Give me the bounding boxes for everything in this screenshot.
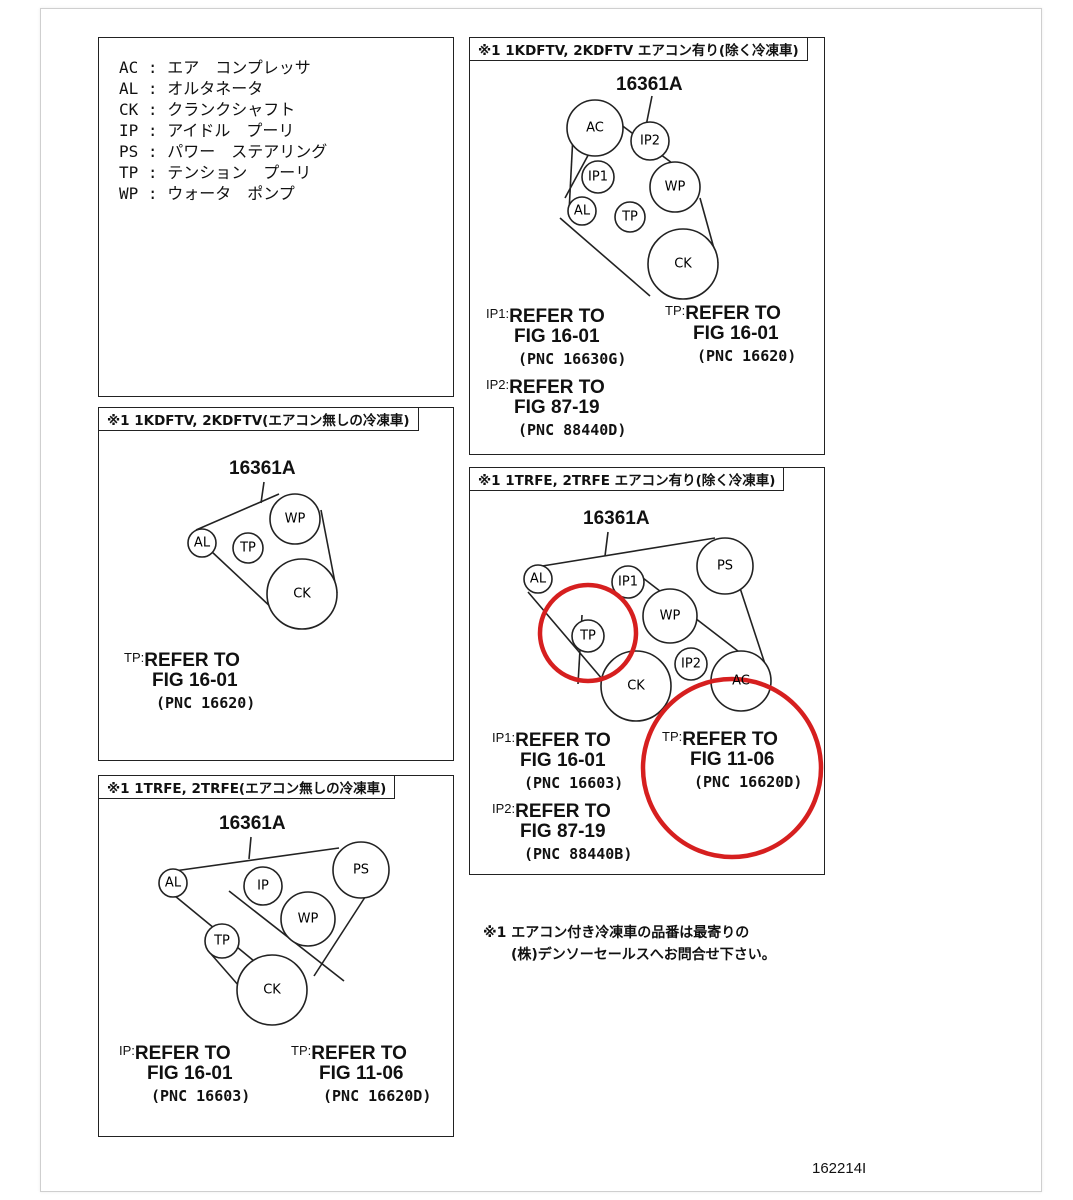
belt-part-number: 16361A bbox=[229, 458, 296, 479]
panel-kd-ac: ※1 1KDFTV, 2KDFTV エアコン有り(除く冷凍車) 16361A A… bbox=[469, 37, 825, 455]
leader-line bbox=[260, 481, 265, 504]
pulley-label-al: AL bbox=[530, 572, 547, 587]
pulley-ck bbox=[647, 228, 719, 300]
legend-row-tp: TP : テンション プーリ bbox=[119, 163, 312, 182]
pulley-label-ip2: IP2 bbox=[640, 134, 660, 149]
pulley-label-wp: WP bbox=[298, 912, 319, 927]
panel-tr-ac: ※1 1TRFE, 2TRFE エアコン有り(除く冷凍車) 16361A bbox=[469, 467, 825, 875]
highlight-tp-note bbox=[640, 676, 824, 860]
pulley-tp bbox=[614, 201, 646, 233]
pulley-wp bbox=[280, 891, 336, 947]
belt-part-number: 16361A bbox=[616, 74, 683, 95]
pulley-wp bbox=[649, 161, 701, 213]
belt-part-number: 16361A bbox=[219, 813, 286, 834]
pulley-label-ip: IP bbox=[257, 879, 269, 894]
pulley-label-ac: AC bbox=[586, 121, 604, 136]
pulley-label-ck: CK bbox=[293, 587, 311, 602]
pulley-ip1 bbox=[611, 565, 645, 599]
pulley-label-tp: TP bbox=[213, 934, 230, 949]
note-tp: TP:REFER TO FIG 11-06(PNC 16620D) bbox=[662, 729, 803, 791]
legend-box: AC : エア コンプレッサ AL : オルタネータ CK : クランクシャフト… bbox=[98, 37, 454, 397]
pulley-label-ck: CK bbox=[627, 679, 645, 694]
pulley-label-ip1: IP1 bbox=[618, 575, 638, 590]
pulley-tp bbox=[204, 923, 240, 959]
pulley-tp bbox=[571, 619, 605, 653]
pulley-al bbox=[187, 528, 217, 558]
belt-diagram: AL TP WP CK bbox=[187, 481, 338, 630]
belt-diagram: AL IP1 PS WP CK AC IP2 TP bbox=[523, 531, 824, 860]
pulley-wp bbox=[642, 588, 698, 644]
panel-title: ※1 1TRFE, 2TRFE(エアコン無しの冷凍車) bbox=[99, 776, 396, 799]
leader-line bbox=[248, 836, 252, 860]
note-ip: IP:REFER TO FIG 16-01(PNC 16603) bbox=[119, 1043, 251, 1105]
pulley-tp bbox=[232, 532, 264, 564]
note-ip1: IP1:REFER TO FIG 16-01(PNC 16603) bbox=[492, 730, 624, 792]
highlight-circles bbox=[537, 582, 824, 860]
pulley-ac bbox=[566, 99, 624, 157]
pulley-label-tp: TP bbox=[621, 210, 638, 225]
pulley-ps bbox=[332, 841, 390, 899]
pulley-al bbox=[567, 196, 597, 226]
legend-row-ps: PS : パワー ステアリング bbox=[119, 142, 328, 161]
belt-part-number: 16361A bbox=[583, 508, 650, 529]
pulley-label-ip1: IP1 bbox=[588, 170, 608, 185]
panel-kd-noac: ※1 1KDFTV, 2KDFTV(エアコン無しの冷凍車) 16361A AL … bbox=[98, 407, 454, 761]
belt-diagram: AC IP2 IP1 WP AL TP CK bbox=[559, 95, 719, 300]
note-ip1: IP1:REFER TO FIG 16-01(PNC 16630G) bbox=[486, 306, 627, 368]
panel-title: ※1 1KDFTV, 2KDFTV エアコン有り(除く冷凍車) bbox=[470, 38, 808, 61]
pulley-al bbox=[523, 564, 553, 594]
belt-diagram: AL IP PS WP TP CK bbox=[158, 836, 390, 1026]
page-frame bbox=[40, 8, 1042, 1192]
footnote-line-2: (株)デンソーセールスへお問合せ下さい。 bbox=[511, 947, 776, 963]
pulley-label-wp: WP bbox=[660, 609, 681, 624]
pulley-label-ps: PS bbox=[353, 863, 369, 878]
pulley-label-ps: PS bbox=[717, 559, 733, 574]
legend-row-ip: IP : アイドル プーリ bbox=[119, 121, 295, 140]
highlight-tp-pulley bbox=[537, 582, 639, 684]
footnote-line-1: ※1 エアコン付き冷凍車の品番は最寄りの bbox=[483, 925, 750, 941]
legend-row-wp: WP : ウォータ ポンプ bbox=[119, 184, 295, 203]
pulley-label-wp: WP bbox=[665, 180, 686, 195]
pulley-ip2 bbox=[674, 647, 708, 681]
pulley-label-ck: CK bbox=[263, 983, 281, 998]
panel-tr-noac: ※1 1TRFE, 2TRFE(エアコン無しの冷凍車) 16361A AL IP… bbox=[98, 775, 454, 1137]
pulley-label-ck: CK bbox=[674, 257, 692, 272]
pulley-ip2 bbox=[630, 121, 670, 161]
pulley-label-wp: WP bbox=[285, 512, 306, 527]
pulley-label-al: AL bbox=[165, 876, 182, 891]
legend-row-al: AL : オルタネータ bbox=[119, 79, 264, 98]
pulley-ip1 bbox=[581, 160, 615, 194]
pulley-label-al: AL bbox=[574, 204, 591, 219]
pulley-ck bbox=[236, 954, 308, 1026]
leader-line bbox=[645, 95, 653, 127]
pulley-wp bbox=[269, 493, 321, 545]
panel-title: ※1 1TRFE, 2TRFE エアコン有り(除く冷凍車) bbox=[470, 468, 785, 491]
footnote: ※1 エアコン付き冷凍車の品番は最寄りの (株)デンソーセールスへお問合せ下さい… bbox=[483, 922, 776, 966]
note-ip2: IP2:REFER TO FIG 87-19(PNC 88440B) bbox=[492, 801, 633, 863]
pulley-ck bbox=[266, 558, 338, 630]
legend-row-ac: AC : エア コンプレッサ bbox=[119, 58, 311, 77]
pulley-ip bbox=[243, 866, 283, 906]
pulley-label-ac: AC bbox=[732, 674, 750, 689]
note-tp: TP:REFER TO FIG 16-01(PNC 16620) bbox=[124, 650, 256, 712]
figure-id: 162214I bbox=[812, 1160, 867, 1177]
leader-line bbox=[604, 531, 609, 557]
note-tp: TP:REFER TO FIG 16-01(PNC 16620) bbox=[665, 303, 797, 365]
pulley-al bbox=[158, 868, 188, 898]
note-tp: TP:REFER TO FIG 11-06(PNC 16620D) bbox=[291, 1043, 432, 1105]
pulley-label-ip2: IP2 bbox=[681, 657, 701, 672]
pulley-ps bbox=[696, 537, 754, 595]
pulley-label-al: AL bbox=[194, 536, 211, 551]
pulley-label-tp: TP bbox=[579, 629, 596, 644]
panel-title: ※1 1KDFTV, 2KDFTV(エアコン無しの冷凍車) bbox=[99, 408, 419, 431]
note-ip2: IP2:REFER TO FIG 87-19(PNC 88440D) bbox=[486, 377, 627, 439]
pulley-label-tp: TP bbox=[239, 541, 256, 556]
legend-row-ck: CK : クランクシャフト bbox=[119, 100, 296, 119]
